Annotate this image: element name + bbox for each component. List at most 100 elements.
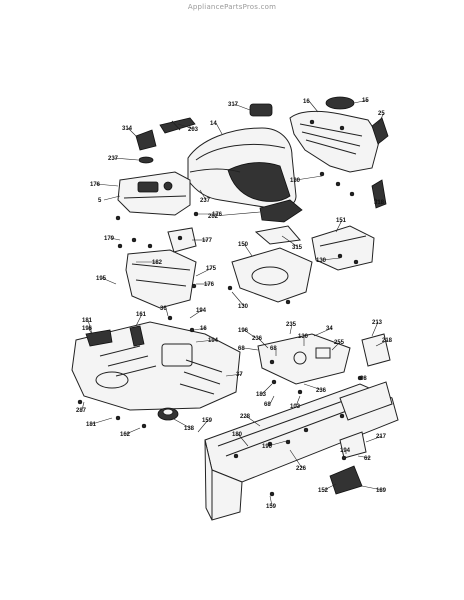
part-151-bracket xyxy=(311,225,375,271)
callout-leader xyxy=(261,383,273,395)
callout-leader xyxy=(295,175,323,181)
callout-138: 138 xyxy=(184,426,195,432)
callout-159: 159 xyxy=(202,418,213,424)
callout-leader xyxy=(195,267,213,277)
part-161-pedal xyxy=(129,325,145,347)
callout-leader xyxy=(233,103,251,111)
callout-130: 130 xyxy=(290,178,301,184)
callout-237: 237 xyxy=(200,198,211,204)
callout-leader xyxy=(165,307,169,317)
part-37-floorboard xyxy=(71,321,241,411)
callout-202: 202 xyxy=(208,214,219,220)
callout-25: 25 xyxy=(378,111,385,117)
callout-leader xyxy=(231,291,245,307)
callout-leader xyxy=(101,277,117,285)
part-318-latch xyxy=(371,179,387,209)
callout-217: 217 xyxy=(376,434,387,440)
callout-leader xyxy=(109,237,121,241)
callout-237: 237 xyxy=(108,156,119,162)
callout-162: 162 xyxy=(120,432,131,438)
callout-196: 196 xyxy=(238,328,249,334)
callout-leader xyxy=(353,99,369,104)
callout-68: 68 xyxy=(270,346,277,352)
callout-68: 68 xyxy=(360,376,367,382)
callout-190: 190 xyxy=(262,444,273,450)
callout-leader xyxy=(213,211,261,217)
callout-leader xyxy=(243,243,253,257)
callout-leader xyxy=(189,309,203,319)
callout-196: 196 xyxy=(82,326,93,332)
part-150-hood-support xyxy=(231,247,313,303)
callout-leader xyxy=(257,337,269,349)
callout-189: 189 xyxy=(376,488,387,494)
callout-leader xyxy=(125,427,141,435)
part-314-strap xyxy=(135,129,157,151)
callout-15: 15 xyxy=(362,98,369,104)
part-177-bracket xyxy=(167,227,197,253)
callout-287: 287 xyxy=(76,408,87,414)
callout-181: 181 xyxy=(82,318,93,324)
callout-leader xyxy=(197,419,209,433)
callout-leader xyxy=(365,435,383,443)
callout-leader xyxy=(95,183,119,187)
part-16-grille xyxy=(289,110,381,173)
callout-leader xyxy=(375,339,389,347)
callout-68: 68 xyxy=(264,402,271,408)
callout-leader xyxy=(295,395,301,407)
callout-62: 62 xyxy=(364,456,371,462)
callout-175: 175 xyxy=(206,266,217,272)
callout-leader xyxy=(269,395,275,405)
callout-leader xyxy=(103,195,121,201)
callout-5: 5 xyxy=(98,198,102,204)
callout-236: 236 xyxy=(252,336,263,342)
watermark: AppliancePartsPros.com xyxy=(187,3,277,11)
callout-182: 182 xyxy=(152,260,163,266)
callout-leader xyxy=(113,157,139,161)
callout-leader xyxy=(225,373,243,377)
callout-194: 194 xyxy=(208,338,219,344)
callout-leader xyxy=(377,112,385,125)
callout-177: 177 xyxy=(202,238,213,244)
callout-236: 236 xyxy=(316,388,327,394)
callout-leader xyxy=(243,347,259,351)
part-315-tank-strap xyxy=(254,225,301,245)
callout-leader xyxy=(323,483,337,491)
part-5-dash-panel xyxy=(117,171,191,216)
callout-leader xyxy=(91,417,113,425)
callout-152: 152 xyxy=(318,488,329,494)
callout-leader xyxy=(195,339,215,343)
callout-leader xyxy=(371,321,379,337)
hardware-fasteners xyxy=(77,171,363,497)
callout-130: 130 xyxy=(316,258,327,264)
callout-159: 159 xyxy=(266,504,277,510)
callout-leader xyxy=(331,341,341,351)
callout-leader xyxy=(237,433,249,447)
callout-leader xyxy=(127,127,139,139)
callout-130: 130 xyxy=(238,304,249,310)
callout-leader xyxy=(171,417,191,429)
callout-213: 213 xyxy=(372,320,383,326)
part-138-bushing xyxy=(157,407,179,421)
callout-leader xyxy=(243,329,257,339)
callout-leader xyxy=(357,455,371,459)
callout-180: 180 xyxy=(232,432,243,438)
callout-leader xyxy=(269,495,273,507)
callout-176: 176 xyxy=(204,282,215,288)
callout-203: 203 xyxy=(188,127,199,133)
callout-leader xyxy=(335,219,343,233)
callout-leader xyxy=(281,235,299,248)
callout-255: 255 xyxy=(334,340,345,346)
part-203-hood-bracket xyxy=(159,117,196,134)
callout-228: 228 xyxy=(240,414,251,420)
callout-151: 151 xyxy=(336,218,347,224)
callout-leader xyxy=(361,485,383,491)
callout-317: 317 xyxy=(228,102,239,108)
callout-194: 194 xyxy=(196,308,207,314)
part-25-bracket xyxy=(371,117,389,145)
part-62-bracket xyxy=(339,431,367,459)
callout-leader xyxy=(289,323,293,335)
callout-226: 226 xyxy=(296,466,307,472)
callout-leader xyxy=(87,319,93,335)
callout-181: 181 xyxy=(86,422,97,428)
